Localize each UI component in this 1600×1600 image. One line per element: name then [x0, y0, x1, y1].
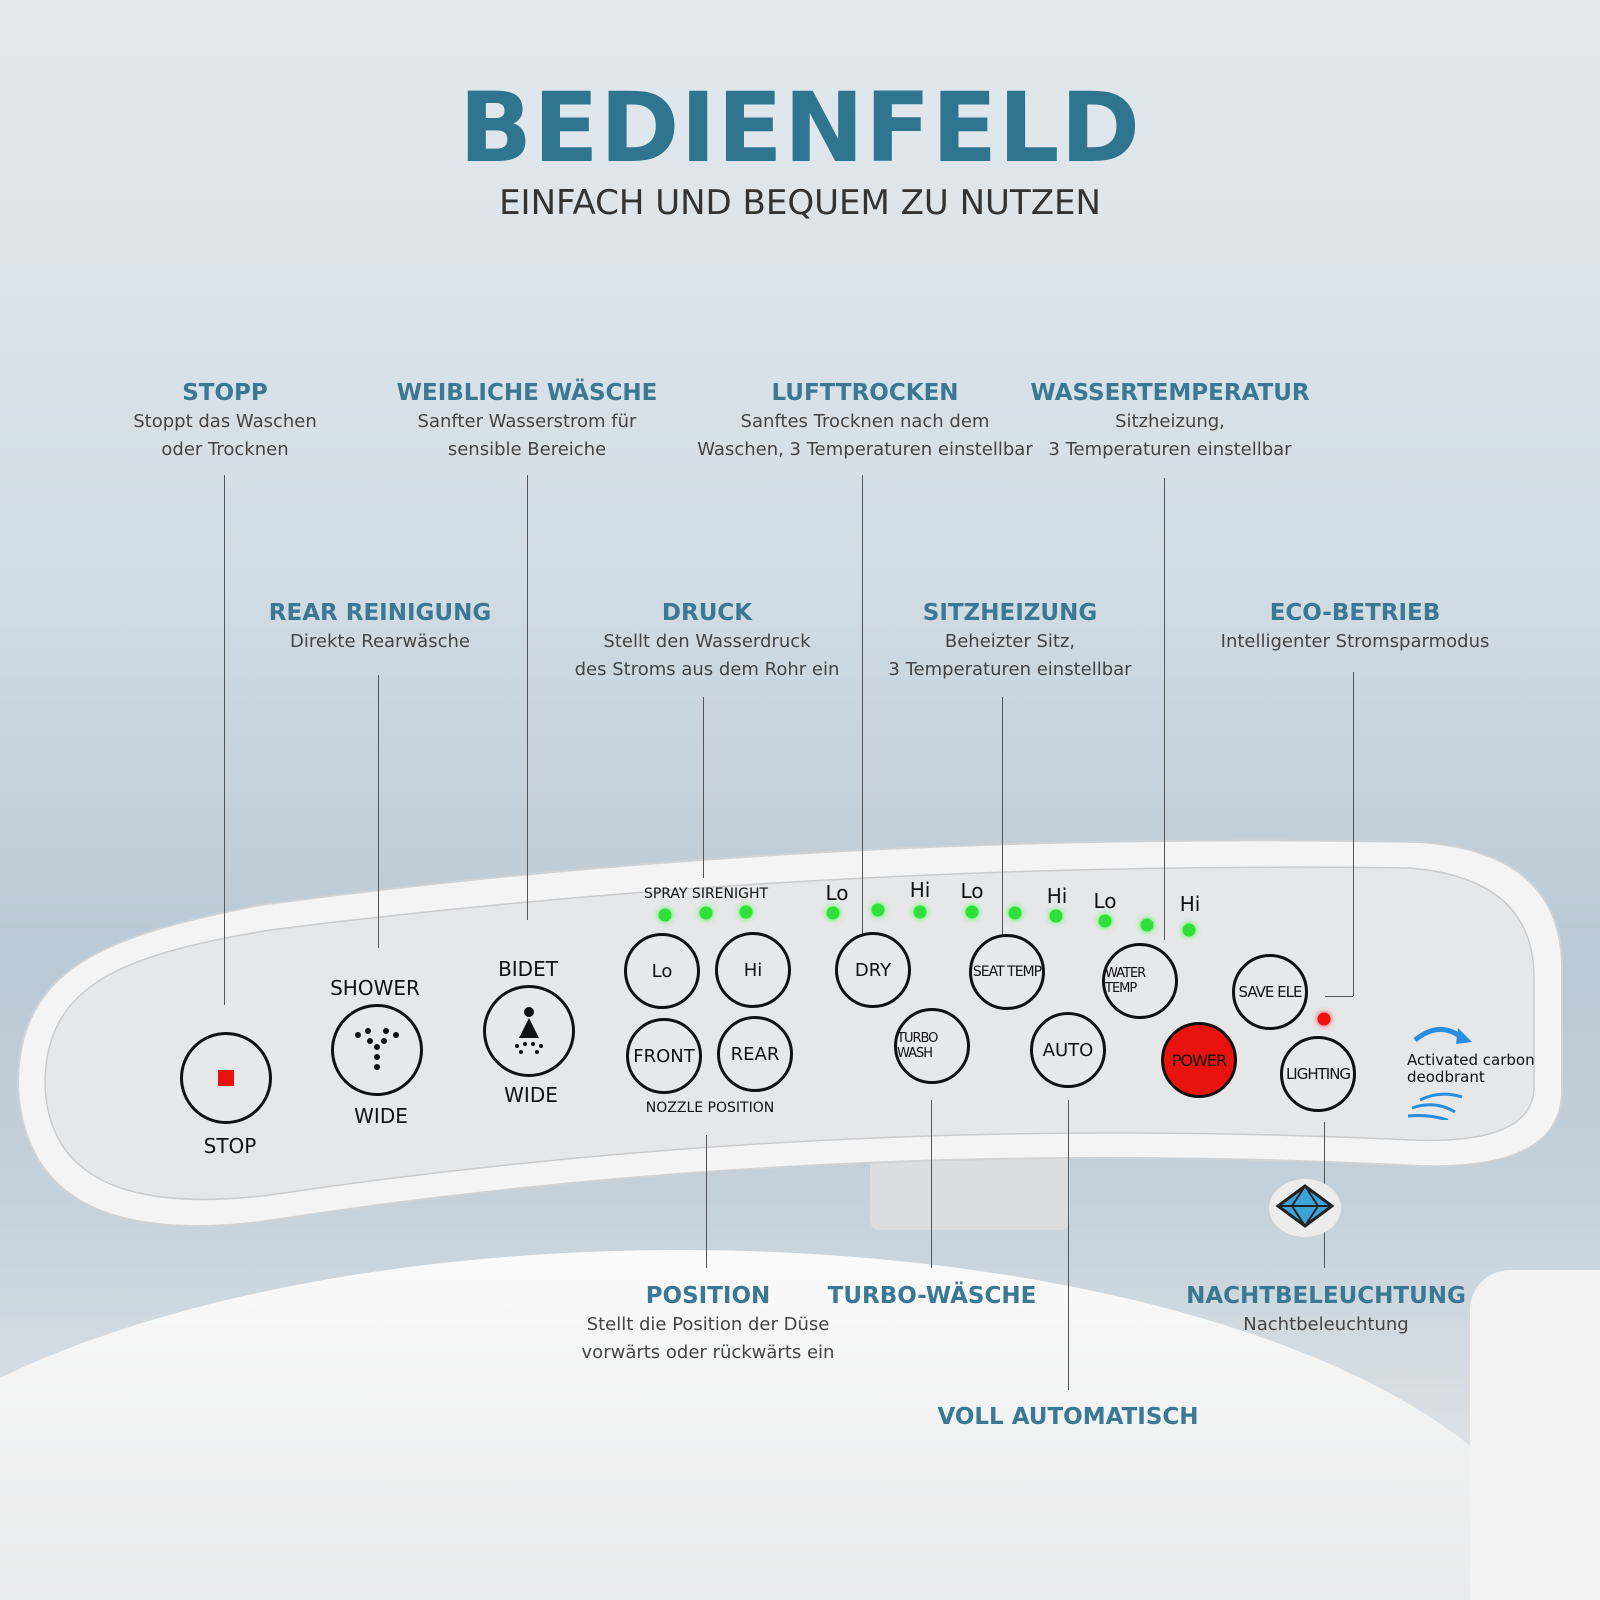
callout-voll-automatisch: VOLL AUTOMATISCH: [937, 1404, 1199, 1430]
turbo-wash-button[interactable]: TURBO WASH: [894, 1008, 970, 1084]
page-subtitle: EINFACH UND BEQUEM ZU NUTZEN: [499, 183, 1101, 223]
eco-red-led: [1317, 1012, 1331, 1026]
led-indicator: [826, 906, 840, 920]
airflow-arrow-icon: [1407, 1027, 1472, 1120]
leader-stopp: [224, 475, 225, 1005]
stop-button[interactable]: [180, 1032, 272, 1124]
bidet-woman-icon: [515, 1007, 543, 1054]
seat-temp-button[interactable]: SEAT TEMP: [969, 934, 1045, 1010]
led-indicator: [699, 906, 713, 920]
leader-eco-h: [1325, 996, 1353, 997]
led-indicator: [658, 908, 672, 922]
pressure-hi-button[interactable]: Hi: [715, 932, 791, 1008]
water-lo-label: Lo: [1093, 889, 1117, 913]
leader-wassertemp: [1164, 478, 1165, 940]
led-indicator: [871, 903, 885, 917]
leader-druck: [703, 697, 704, 878]
panel-arm: [870, 1150, 1070, 1230]
leader-position: [706, 1135, 707, 1268]
dry-hi-label: Hi: [909, 878, 931, 902]
dry-button[interactable]: DRY: [835, 932, 911, 1008]
led-indicator: [1049, 909, 1063, 923]
leader-turbo: [931, 1100, 932, 1268]
water-temp-button[interactable]: WATER TEMP: [1102, 943, 1178, 1019]
leader-auto: [1068, 1100, 1069, 1390]
diamond-logo: [1269, 1179, 1341, 1237]
nozzle-position-label: NOZZLE POSITION: [645, 1100, 775, 1116]
dry-lo-label: Lo: [825, 881, 849, 905]
led-indicator: [1098, 914, 1112, 928]
seat-lid-side: [1470, 1270, 1600, 1600]
stop-icon: [218, 1070, 234, 1086]
callout-turbo-waesche: TURBO-WÄSCHE: [827, 1283, 1037, 1309]
water-hi-label: Hi: [1179, 892, 1201, 916]
seat-lo-label: Lo: [960, 879, 984, 903]
save-ele-button[interactable]: SAVE ELE: [1232, 954, 1308, 1030]
shower-label: SHOWER: [330, 976, 420, 1000]
led-indicator: [1140, 918, 1154, 932]
stop-label: STOP: [203, 1134, 257, 1158]
leader-rear: [378, 675, 379, 948]
front-button[interactable]: FRONT: [626, 1018, 702, 1094]
led-indicator: [913, 905, 927, 919]
power-button[interactable]: POWER: [1161, 1022, 1237, 1098]
shower-spray-icon: [355, 1028, 399, 1070]
led-indicator: [739, 905, 753, 919]
led-indicator: [1008, 906, 1022, 920]
pressure-lo-button[interactable]: Lo: [624, 933, 700, 1009]
shower-wide-label: WIDE: [354, 1104, 408, 1128]
seat-hi-label: Hi: [1046, 884, 1068, 908]
leader-sitzheizung: [1002, 697, 1003, 935]
bidet-label: BIDET: [498, 957, 558, 981]
leader-weibliche: [527, 475, 528, 920]
auto-button[interactable]: AUTO: [1030, 1012, 1106, 1088]
bidet-wide-label: WIDE: [504, 1083, 558, 1107]
spray-label: SPRAY SIRENIGHT: [643, 886, 769, 902]
page-title: BEDIENFELD: [458, 72, 1142, 184]
shower-button[interactable]: [331, 1004, 423, 1096]
leader-lufttrocken: [862, 475, 863, 935]
rear-button[interactable]: REAR: [717, 1016, 793, 1092]
bidet-button[interactable]: [483, 985, 575, 1077]
led-indicator: [1182, 923, 1196, 937]
lighting-button[interactable]: LIGHTING: [1280, 1036, 1356, 1112]
leader-eco: [1353, 672, 1354, 996]
led-indicator: [965, 905, 979, 919]
